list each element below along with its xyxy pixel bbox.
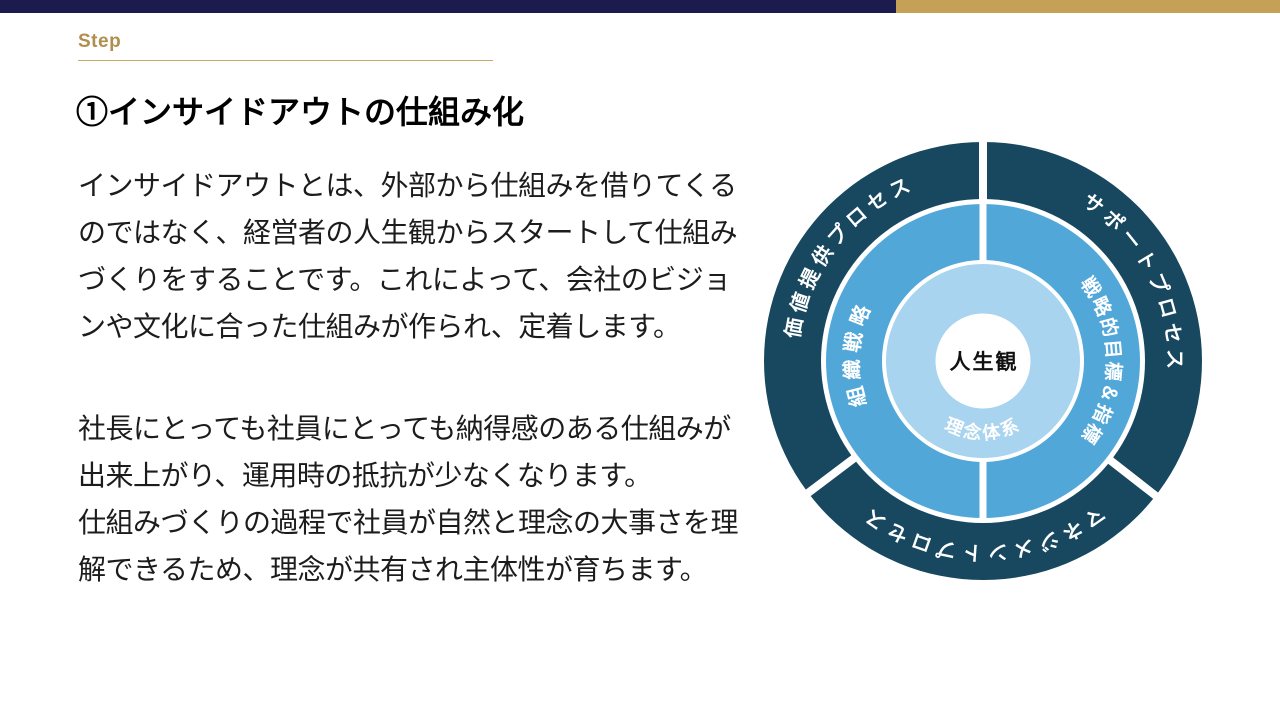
paragraph-2-line-4: 解できるため、理念が共有され主体性が育ちます。 <box>78 554 708 585</box>
paragraph-2-line-3: 仕組みづくりの過程で社員が自然と理念の大事さを理 <box>78 507 739 538</box>
inside-out-rings-diagram: 価値提供プロセス サポートプロセス マネジメントプロセス 組織戦略 戦略的目標＆… <box>764 142 1202 580</box>
center-circle <box>935 313 1031 409</box>
step-label: Step <box>78 31 122 52</box>
paragraph-1-line-3: づくりをすることです。これによって、会社のビジョ <box>78 264 731 295</box>
paragraph-2-line-2: 出来上がり、運用時の抵抗が少なくなります。 <box>78 460 652 491</box>
paragraph-1-line-4: ンや文化に合った仕組みが作られ、定着します。 <box>78 311 681 342</box>
paragraph-2: 社長にとっても社員にとっても納得感のある仕組みが 出来上がり、運用時の抵抗が少な… <box>78 405 758 593</box>
paragraph-2-line-1: 社長にとっても社員にとっても納得感のある仕組みが <box>78 413 731 444</box>
paragraph-1-line-2: のではなく、経営者の人生観からスタートして仕組み <box>78 217 738 248</box>
top-bar-navy-segment <box>0 0 896 13</box>
paragraph-1: インサイドアウトとは、外部から仕組みを借りてくる のではなく、経営者の人生観から… <box>78 162 758 350</box>
top-bar-gold-segment <box>896 0 1280 13</box>
step-underline <box>78 60 493 61</box>
slide-title: ①インサイドアウトの仕組み化 <box>76 94 525 130</box>
paragraph-1-line-1: インサイドアウトとは、外部から仕組みを借りてくる <box>78 170 737 201</box>
top-accent-bar <box>0 0 1280 13</box>
center-label-life-view: 人生観 <box>950 350 1019 374</box>
